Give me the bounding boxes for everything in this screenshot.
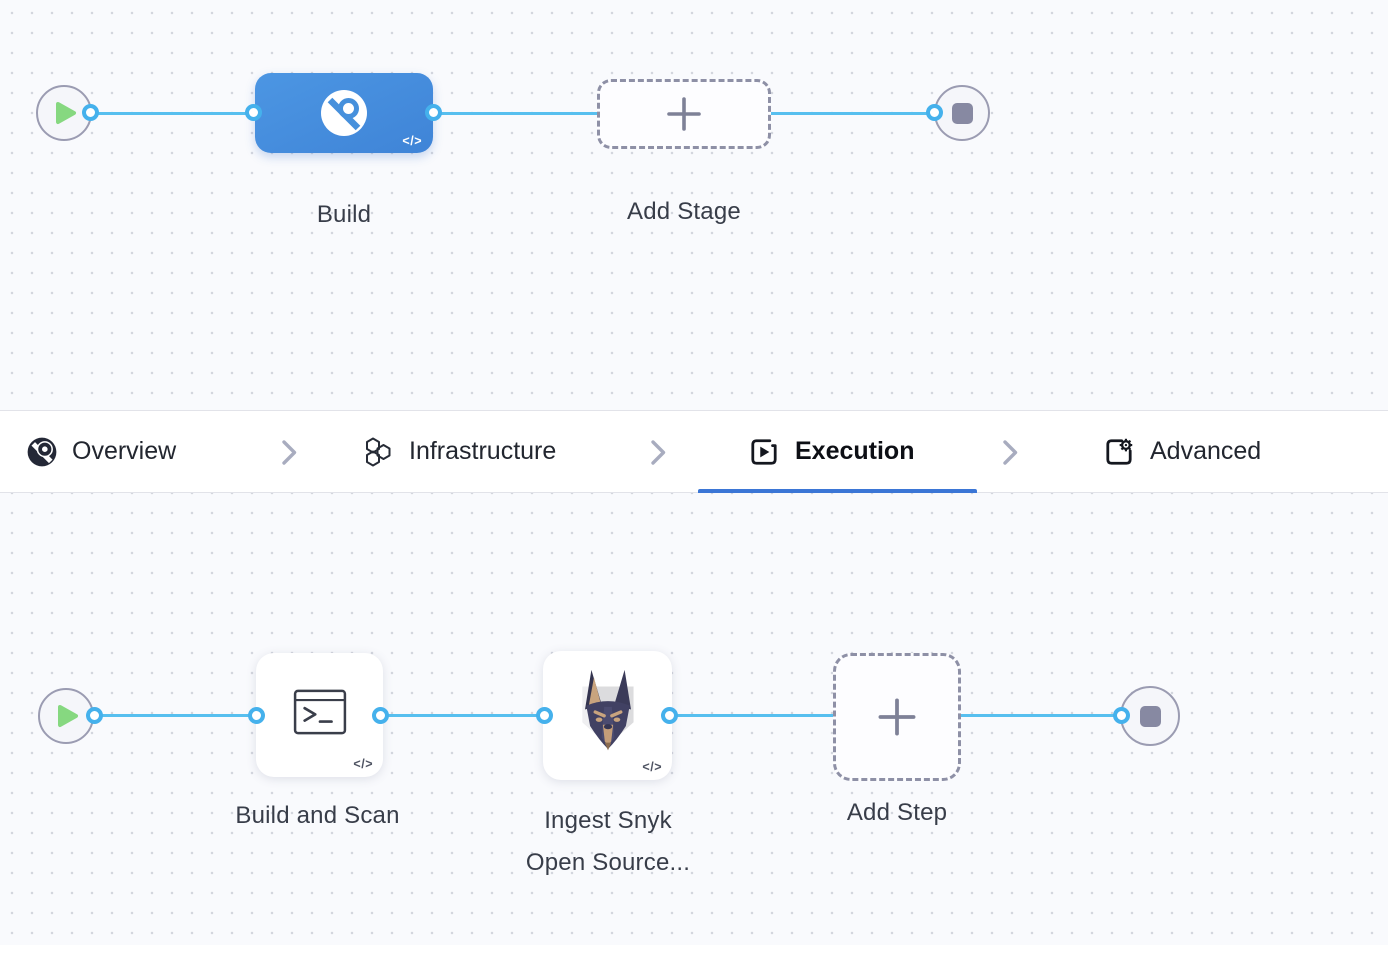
plus-icon — [667, 97, 701, 131]
connector-dot — [82, 104, 99, 121]
build-and-scan-step-label: Build and Scan — [235, 802, 400, 829]
connector-dot — [425, 104, 442, 121]
chevron-right-icon — [282, 440, 297, 465]
stage-end-node — [934, 85, 990, 141]
connector-dot — [372, 707, 389, 724]
snyk-step-node[interactable]: </> — [543, 651, 672, 780]
snyk-step-label: Ingest Snyk Open Source... — [478, 800, 738, 884]
snyk-step-label-line2: Open Source... — [525, 849, 691, 876]
step-start-node — [38, 688, 94, 744]
connector-dot — [661, 707, 678, 724]
play-icon — [56, 102, 76, 124]
step-code-badge[interactable]: </> — [353, 757, 373, 771]
gear-glyph — [1119, 438, 1133, 451]
connector-dot — [1113, 707, 1130, 724]
play-icon — [58, 705, 78, 727]
tab-advanced[interactable]: Advanced — [1103, 411, 1261, 492]
step-end-node — [1120, 686, 1180, 746]
tab-execution[interactable]: Execution — [748, 411, 914, 492]
stage-code-badge[interactable]: </> — [402, 134, 422, 148]
snyk-doberman-icon — [581, 669, 634, 750]
step-code-badge[interactable]: </> — [642, 760, 662, 774]
chevron-right-icon — [1003, 440, 1018, 465]
terminal-icon — [293, 689, 346, 735]
connector-dot — [536, 707, 553, 724]
snyk-step-label-line1: Ingest Snyk — [544, 807, 672, 834]
stop-icon — [951, 102, 973, 124]
chevron-right-icon — [651, 440, 666, 465]
add-step-button[interactable] — [833, 653, 961, 781]
tab-overview[interactable]: Overview — [27, 411, 176, 492]
connector-dot — [86, 707, 103, 724]
bottom-panel-edge — [0, 945, 1388, 954]
add-stage-button[interactable] — [597, 79, 771, 149]
connector-dot — [245, 104, 262, 121]
add-stage-label: Add Stage — [627, 198, 741, 225]
build-and-scan-step-node[interactable]: </> — [256, 653, 383, 777]
ci-build-icon — [321, 90, 367, 136]
active-tab-underline — [698, 489, 977, 493]
plus-icon — [878, 698, 916, 736]
tab-infrastructure-label: Infrastructure — [409, 437, 557, 465]
build-stage-node[interactable]: </> — [255, 73, 433, 153]
tab-overview-label: Overview — [72, 437, 177, 465]
ci-overview-icon — [27, 437, 57, 466]
stage-config-tabbar: Overview Infrastructure Execution — [0, 410, 1388, 493]
tab-execution-label: Execution — [795, 437, 915, 465]
stage-flow-line — [91, 112, 940, 115]
build-stage-label: Build — [316, 201, 372, 228]
stop-icon — [1139, 705, 1161, 727]
connector-dot — [926, 104, 943, 121]
add-step-label: Add Step — [846, 799, 948, 826]
tab-infrastructure[interactable]: Infrastructure — [362, 411, 556, 492]
play-square-icon — [751, 438, 777, 465]
connector-dot — [248, 707, 265, 724]
tab-advanced-label: Advanced — [1150, 437, 1262, 465]
hexagons-icon — [366, 437, 391, 466]
gear-square-icon — [1106, 438, 1133, 465]
